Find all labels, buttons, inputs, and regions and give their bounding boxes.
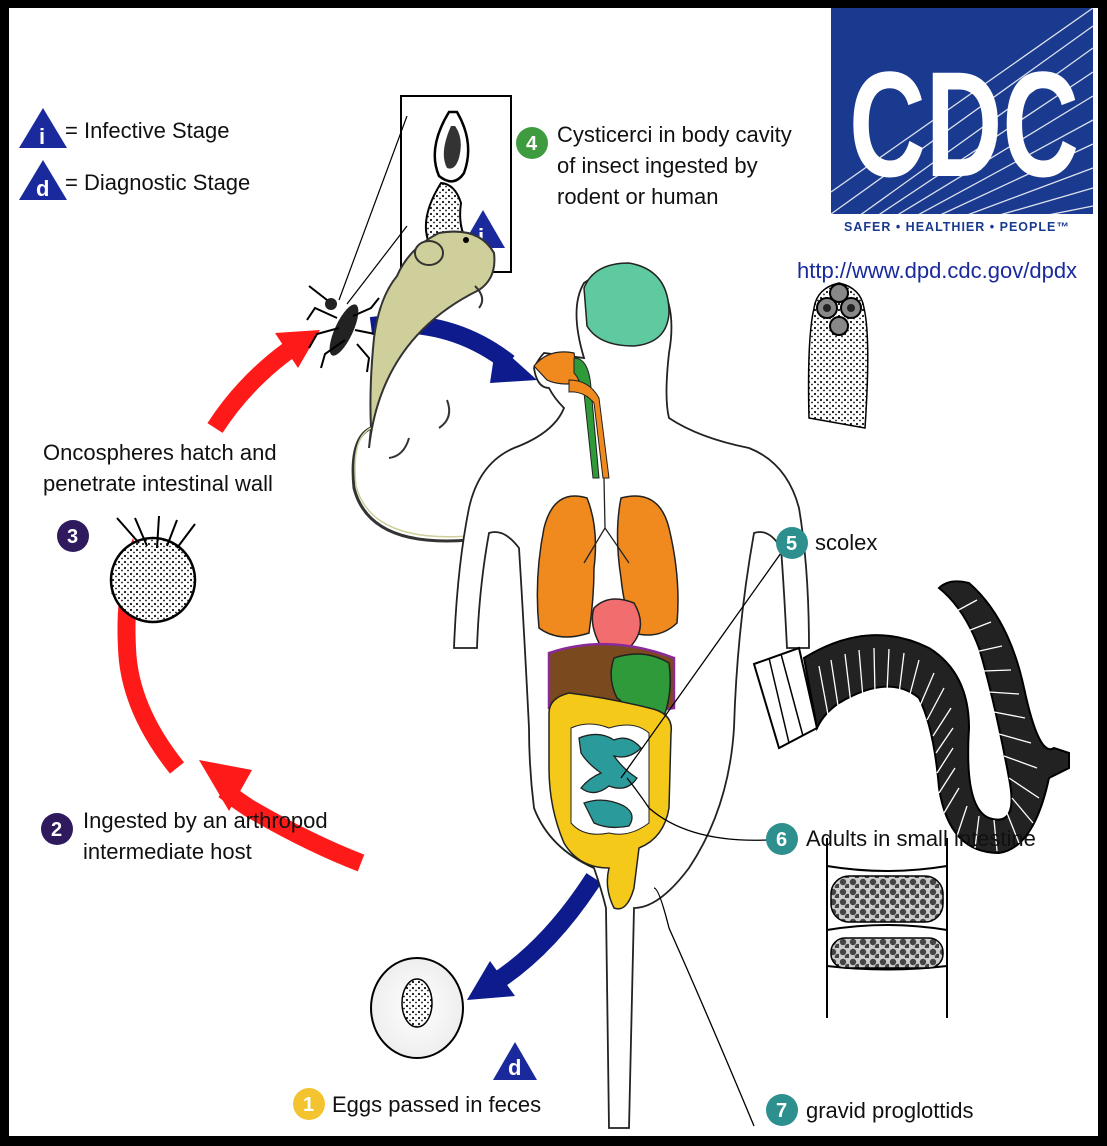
stage-4-line-2: of insect ingested by — [557, 153, 758, 178]
stage-5-line-1: scolex — [815, 530, 877, 555]
oncosphere-illustration — [111, 516, 195, 622]
stage-2-line-2: intermediate host — [83, 839, 252, 864]
infective-stage-icon: i — [19, 108, 67, 149]
diagnostic-stage-label: = Diagnostic Stage — [65, 170, 250, 195]
svg-text:d: d — [508, 1055, 521, 1080]
stage-4-line-1: Cysticerci in body cavity — [557, 122, 792, 147]
svg-text:4: 4 — [526, 133, 538, 155]
proglottids-illustration — [827, 838, 947, 1018]
stage-7-line-1: gravid proglottids — [806, 1098, 974, 1123]
legend: i = Infective Stage d = Diagnostic Stage — [19, 108, 250, 201]
stage-4: 4 Cysticerci in body cavity of insect in… — [516, 122, 792, 209]
svg-text:1: 1 — [303, 1094, 314, 1116]
human-body — [454, 263, 809, 1128]
svg-text:i: i — [39, 124, 45, 149]
diagnostic-stage-icon: d — [19, 160, 67, 201]
stage-6: 6 Adults in small intestine — [766, 823, 1036, 855]
diagnostic-marker-icon: d — [493, 1042, 537, 1080]
svg-text:SAFER • HEALTHIER • PEOPLE™: SAFER • HEALTHIER • PEOPLE™ — [844, 220, 1070, 234]
stage-5: 5 scolex — [776, 527, 877, 559]
stage-4-line-3: rodent or human — [557, 184, 718, 209]
egg-illustration — [371, 958, 463, 1058]
cdc-logo: CDC SAFER • HEALTHIER • PEOPLE™ — [831, 8, 1093, 236]
cycle-arrows — [111, 324, 594, 1000]
stage-1: 1 Eggs passed in feces — [293, 1088, 541, 1120]
stage-7: 7 gravid proglottids — [766, 1094, 974, 1126]
lifecycle-diagram: i = Infective Stage d = Diagnostic Stage… — [9, 8, 1098, 1136]
scolex-illustration — [809, 283, 868, 428]
stage-3-line-1: Oncospheres hatch and — [43, 440, 277, 465]
stage-6-line-1: Adults in small intestine — [806, 826, 1036, 851]
svg-text:CDC: CDC — [849, 40, 1079, 208]
svg-text:d: d — [36, 176, 49, 201]
svg-text:7: 7 — [776, 1100, 787, 1122]
stage-2-line-1: Ingested by an arthropod — [83, 808, 328, 833]
svg-text:6: 6 — [776, 829, 787, 851]
stage-1-line-1: Eggs passed in feces — [332, 1092, 541, 1117]
svg-text:3: 3 — [67, 526, 78, 548]
infective-stage-label: = Infective Stage — [65, 118, 230, 143]
stage-3-line-2: penetrate intestinal wall — [43, 471, 273, 496]
stage-3: Oncospheres hatch and penetrate intestin… — [43, 440, 277, 552]
svg-text:5: 5 — [786, 533, 797, 555]
svg-text:2: 2 — [51, 819, 62, 841]
cdc-url: http://www.dpd.cdc.gov/dpdx — [797, 258, 1077, 283]
